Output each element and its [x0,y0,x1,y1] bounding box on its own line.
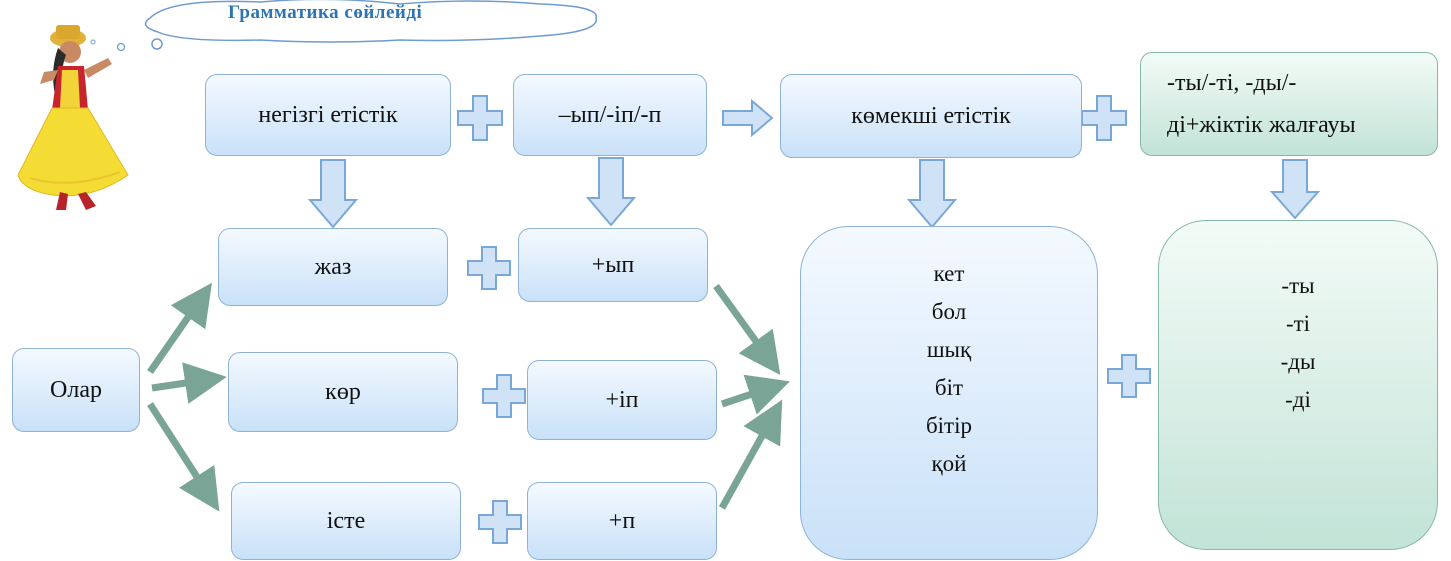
ending-item: -ді [1285,387,1311,412]
suffix-label: –ып/-іп/-п [558,101,662,128]
verb-label: көр [325,378,361,405]
aux-verb-box: көмекші етістік [780,74,1082,158]
ending-box: -ты/-ті, -ды/- ді+жіктік жалғауы [1140,52,1438,156]
arrow-right-icon [722,98,774,138]
subject-box: Олар [12,348,140,432]
ending-item: -ды [1280,349,1316,374]
aux-verb-label: көмекші етістік [851,102,1011,129]
plus-icon [478,500,522,544]
subject-label: Олар [50,376,102,403]
aux-verb-item: бітір [925,413,973,438]
plus-icon [457,95,503,141]
verb-label: жаз [314,253,352,280]
suffix-item-label: +п [608,507,636,534]
arrow-icon [147,282,790,512]
dancer-icon [17,25,129,210]
aux-verb-item: бол [931,299,967,324]
verb-label: істе [326,507,366,534]
ending-item: -ты [1281,273,1315,298]
suffix-item-box: +п [527,482,717,560]
arrow-down-icon [307,159,359,229]
plus-icon [1081,95,1127,141]
plus-icon [1107,354,1151,398]
suffix-item-label: +ып [591,251,635,278]
arrow-down-icon [585,157,637,227]
dancer-figure [12,0,162,215]
main-verb-label: негізгі етістік [258,101,398,128]
aux-verb-item: қой [931,451,967,476]
suffix-box: –ып/-іп/-п [513,74,707,156]
diagram-title: Грамматика сөйлейді [228,2,423,23]
ending-line-2: ді+жіктік жалғауы [1167,112,1356,138]
suffix-item-box: +ып [518,228,708,302]
aux-verb-list: кет бол шық біт бітір қой [800,226,1098,560]
cloud-icon [116,0,597,52]
aux-verb-item: кет [933,261,965,286]
verb-box: істе [231,482,461,560]
verb-box: көр [228,352,458,432]
endings-list: -ты -ті -ды -ді [1158,220,1438,550]
arrow-down-icon [1269,159,1321,220]
plus-icon [467,246,511,290]
ending-item: -ті [1285,311,1311,336]
aux-verb-item: шық [926,337,972,362]
plus-icon [482,374,526,418]
arrow-down-icon [906,159,958,229]
ending-line-1: -ты/-ті, -ды/- [1167,70,1297,96]
verb-box: жаз [218,228,448,306]
suffix-item-label: +іп [605,386,639,413]
suffix-item-box: +іп [527,360,717,440]
main-verb-box: негізгі етістік [205,74,451,156]
aux-verb-item: біт [934,375,964,400]
